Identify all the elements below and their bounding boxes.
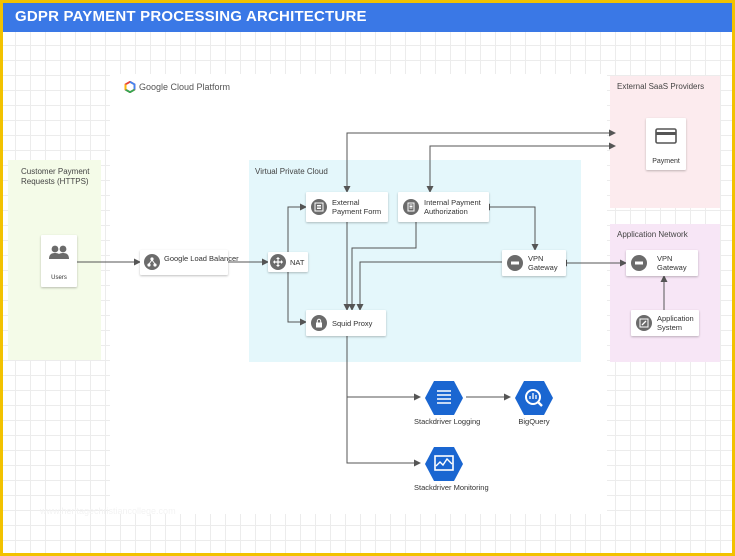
app-network-label: Application Network	[617, 230, 688, 239]
watermark: www.heritagechristiancollege.com	[40, 506, 176, 516]
title-bar: GDPR PAYMENT PROCESSING ARCHITECTURE	[3, 3, 732, 32]
application-system-label: Application System	[657, 314, 694, 332]
vpn-gateway-icon	[507, 255, 523, 271]
app-network-zone: Application Network	[610, 224, 720, 362]
users-node[interactable]: Users	[41, 235, 77, 287]
stackdriver-monitoring-icon[interactable]	[424, 446, 464, 482]
internal-payment-authorization-label: Internal Payment Authorization	[424, 198, 481, 216]
vpn-gateway-vpc-label: VPN Gateway	[528, 254, 558, 272]
vpn-gateway-app-icon	[631, 255, 647, 271]
nat-label: NAT	[290, 258, 305, 267]
gcp-label: Google Cloud Platform	[139, 82, 231, 92]
bigquery-icon[interactable]	[514, 380, 554, 416]
credit-card-icon	[655, 128, 677, 144]
load-balancer-icon	[144, 254, 160, 270]
form-icon	[311, 199, 327, 215]
saas-label: External SaaS Providers	[617, 82, 705, 91]
load-balancer-node[interactable]: Google Load Balancer	[140, 250, 239, 275]
nat-node[interactable]: NAT	[268, 252, 308, 272]
internal-payment-authorization-node[interactable]: Internal Payment Authorization	[398, 192, 489, 222]
vpn-gateway-app-label: VPN Gateway	[657, 254, 687, 272]
users-icon	[49, 245, 69, 259]
stackdriver-monitoring-label: Stackdriver Monitoring	[414, 483, 489, 492]
diagram-title: GDPR PAYMENT PROCESSING ARCHITECTURE	[15, 8, 367, 25]
gcp-logo-icon	[124, 81, 136, 93]
external-payment-form-node[interactable]: External Payment Form	[306, 192, 388, 222]
edit-icon	[636, 315, 652, 331]
stackdriver-logging-label: Stackdriver Logging	[414, 417, 481, 426]
stackdriver-logging-icon[interactable]	[424, 380, 464, 416]
vpn-gateway-vpc-node[interactable]: VPN Gateway	[502, 250, 566, 276]
lock-icon	[311, 315, 327, 331]
payment-node[interactable]: Payment	[646, 118, 686, 170]
squid-proxy-label: Squid Proxy	[332, 319, 373, 328]
users-label: Users	[51, 275, 67, 281]
squid-proxy-node[interactable]: Squid Proxy	[306, 310, 386, 336]
application-system-node[interactable]: Application System	[631, 310, 699, 336]
vpc-label: Virtual Private Cloud	[255, 167, 328, 176]
authorization-icon	[403, 199, 419, 215]
customer-requests-label: Customer Payment Requests (HTTPS)	[21, 167, 90, 186]
load-balancer-label: Google Load Balancer	[164, 254, 239, 263]
nat-icon	[270, 254, 286, 270]
vpn-gateway-app-node[interactable]: VPN Gateway	[626, 250, 698, 276]
external-payment-form-label: External Payment Form	[332, 198, 382, 216]
payment-label: Payment	[652, 158, 680, 165]
bigquery-label: BigQuery	[518, 417, 550, 426]
